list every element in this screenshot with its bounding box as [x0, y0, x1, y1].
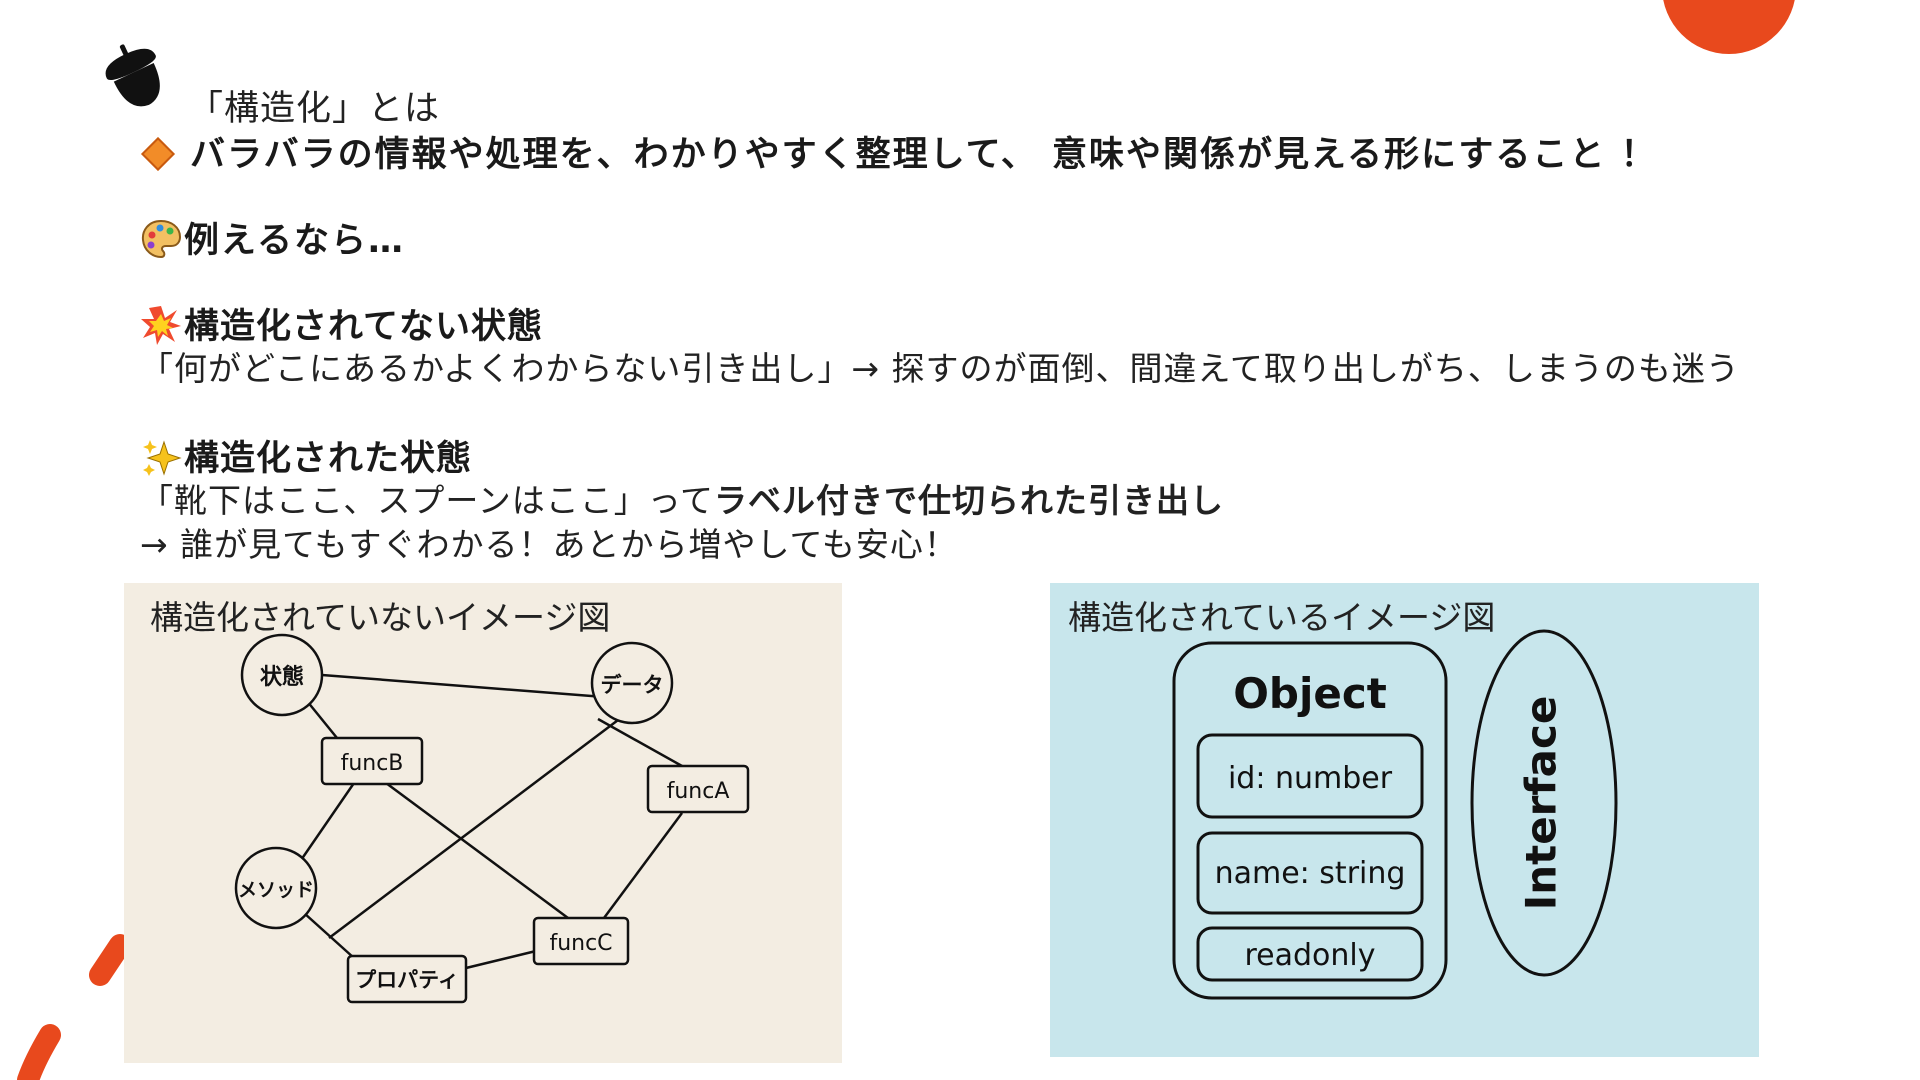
unstructured-heading-text: 構造化されてない状態 [184, 307, 543, 347]
accent-stroke-decoration [17, 934, 131, 1080]
field-id-label: id: number [1228, 761, 1393, 796]
node-funcC: funcC [532, 916, 630, 966]
unstructured-body: 「何がどこにあるかよくわからない引き出し」→ 探すのが面倒、間違えて取り出しがち… [140, 349, 1740, 388]
structured-heading: 構造化された状態 [140, 430, 472, 481]
structured-body-prefix: 「靴下はここ、スプーンはここ」って [140, 481, 715, 520]
node-method-label: メソッド [238, 879, 314, 901]
interface-label: Interface [1517, 696, 1566, 911]
node-data: データ [590, 641, 674, 725]
node-funcA: funcA [646, 764, 750, 814]
orange-diamond-icon [141, 137, 175, 171]
object-title: Object [1233, 669, 1387, 718]
field-readonly-label: readonly [1244, 938, 1375, 973]
page-title: 「構造化」とは [188, 89, 441, 129]
object-box: Object [1172, 641, 1448, 1000]
sparkles-icon [143, 440, 182, 476]
unstructured-heading: 構造化されてない状態 [140, 298, 543, 349]
interface-ellipse: Interface [1470, 629, 1618, 977]
structured-diagram: Object id: number name: string readonly … [1172, 629, 1618, 1000]
field-readonly: readonly [1196, 926, 1424, 982]
palette-icon [141, 219, 182, 259]
structured-body-bold: ラベル付きで仕切られた引き出し [714, 481, 1225, 520]
example-heading-text: 例えるなら… [184, 221, 405, 261]
unstructured-diagram-caption: 構造化されていないイメージ図 [150, 598, 611, 637]
unstructured-edges [297, 673, 684, 970]
node-state: 状態 [240, 633, 324, 717]
structured-diagram-panel: 構造化されているイメージ図 Object id: number name: st… [1050, 583, 1759, 1057]
accent-circle-decoration [1662, 0, 1796, 54]
field-name-label: name: string [1215, 856, 1406, 891]
example-heading: 例えるなら… [140, 212, 405, 263]
lead-statement: バラバラの情報や処理を、わかりやすく整理して、 意味や関係が見える形にすること … [140, 126, 1658, 177]
node-funcB: funcB [320, 736, 424, 786]
field-id: id: number [1196, 733, 1424, 819]
node-state-label: 状態 [260, 664, 304, 690]
collision-icon [141, 306, 181, 345]
structured-diagram-caption: 構造化されているイメージ図 [1068, 598, 1496, 637]
field-name: name: string [1196, 831, 1424, 915]
lead-text: バラバラの情報や処理を、わかりやすく整理して、 意味や関係が見える形にすること … [190, 135, 1658, 175]
node-property-label: プロパティ [355, 968, 459, 992]
node-funcC-label: funcC [549, 931, 612, 956]
unstructured-diagram: 状態 データ funcB funcA メソッド funcC プロパティ [234, 633, 750, 1004]
acorn-icon [105, 44, 160, 107]
node-funcB-label: funcB [341, 751, 404, 776]
structured-body-line2: → 誰が見てもすぐわかる！あとから増やしても安心！ [140, 525, 958, 564]
node-funcA-label: funcA [667, 779, 730, 804]
structured-heading-text: 構造化された状態 [184, 439, 473, 479]
node-property: プロパティ [346, 954, 468, 1004]
node-data-label: データ [601, 673, 664, 697]
node-method: メソッド [234, 846, 318, 930]
structured-body: 「靴下はここ、スプーンはここ」ってラベル付きで仕切られた引き出し [140, 474, 1224, 522]
unstructured-diagram-panel: 構造化されていないイメージ図 状態 データ funcB funcA [124, 583, 842, 1063]
